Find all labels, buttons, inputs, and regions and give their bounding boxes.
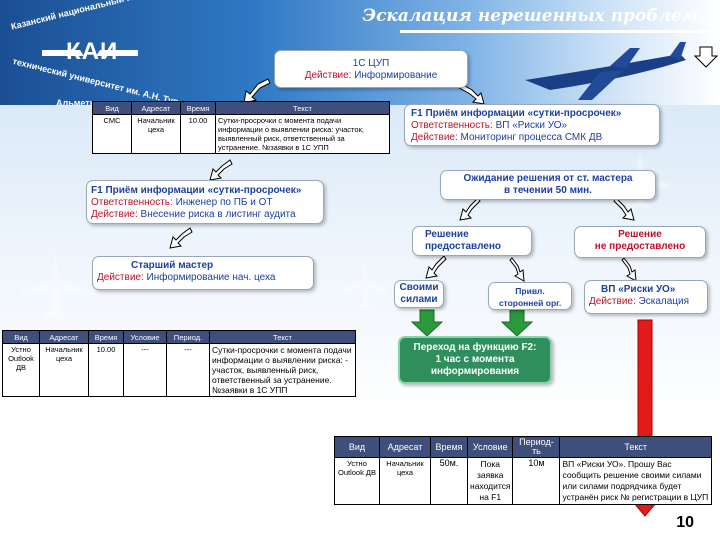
waiting-node: Ожидание решения от ст. мастера в течени… — [440, 170, 656, 200]
f1-left-resp-label: Ответственность: — [91, 197, 173, 208]
third-party-line1: Привл. — [515, 286, 545, 296]
cup-action-label: Действие: — [304, 70, 352, 81]
f1-left-action-label: Действие: — [91, 209, 138, 220]
table-cell: 50м. — [430, 457, 468, 505]
table-header: Адресат — [39, 330, 89, 344]
f2-line2: 1 час с момента — [435, 354, 515, 365]
table-cell: Устно Outlook ДВ — [2, 343, 40, 397]
f2-line3: информирования — [430, 366, 520, 377]
waiting-line2: в течении 50 мин. — [504, 185, 592, 196]
logo-text: КАИ — [66, 38, 119, 65]
table-cell: 10.00 — [88, 343, 124, 397]
table-header: Условие — [123, 330, 167, 344]
f1-left-title: F1 Приём информации «сутки-просрочек» — [91, 185, 302, 196]
logo-wings-icon — [42, 50, 138, 56]
table-cell: Сутки-просрочки с момента подачи информа… — [209, 343, 356, 397]
arrow-down-outline-icon — [694, 46, 718, 68]
senior-master-action-label: Действие: — [97, 272, 144, 283]
oral-notification-table: Вид Адресат Время Условие Период. Текст … — [2, 330, 356, 397]
table-header: Текст — [215, 101, 390, 115]
table-header: Текст — [209, 330, 356, 344]
f1-right-action: Мониторинг процесса СМК ДВ — [460, 132, 603, 143]
vp-risks-title: ВП «Риски УО» — [601, 284, 676, 295]
table-header: Период. — [166, 330, 210, 344]
own-forces-node: Своими силами — [394, 280, 444, 308]
f1-right-action-label: Действие: — [411, 132, 458, 143]
table-cell: --- — [166, 343, 210, 397]
decision-given-node: Решение предоставлено — [412, 226, 532, 256]
cup-node: 1С ЦУП Действие: Информирование — [274, 50, 468, 88]
decision-not-given-line2: не предоставлено — [594, 241, 686, 252]
decision-not-given-line1: Решение — [618, 229, 662, 240]
logo-city-text: Альметь — [56, 98, 96, 108]
page-title: Эскалация нерешенных проблем — [362, 6, 698, 26]
table-header: Вид — [334, 436, 380, 458]
table-header: Время — [430, 436, 468, 458]
table-cell: Начальник цеха — [131, 114, 181, 154]
table-row: СМС Начальник цеха 10.00 Сутки-просрочки… — [92, 114, 390, 154]
airplane-silhouette-icon — [22, 252, 88, 320]
waiting-line1: Ожидание решения от ст. мастера — [463, 173, 633, 184]
vp-risks-node: ВП «Риски УО» Действие: Эскалация — [584, 280, 708, 314]
third-party-node: Привл. сторонней орг. — [488, 282, 572, 310]
table-header: Время — [180, 101, 216, 115]
table-cell: ВП «Риски УО». Прошу Вас сообщить решени… — [559, 457, 712, 505]
sms-table: Вид Адресат Время Текст СМС Начальник це… — [92, 101, 390, 154]
table-header: Адресат — [131, 101, 181, 115]
f2-line1: Переход на функцию F2: — [413, 342, 537, 353]
escalation-table: Вид Адресат Время Условие Период-ть Текс… — [334, 436, 712, 505]
table-header: Время — [88, 330, 124, 344]
f1-left-node: F1 Приём информации «сутки-просрочек» От… — [86, 180, 324, 224]
f2-transition-node: Переход на функцию F2: 1 час с момента и… — [398, 336, 552, 384]
table-header: Текст — [559, 436, 712, 458]
senior-master-title: Старший мастер — [131, 260, 214, 271]
decision-given-line1: Решение — [425, 229, 469, 240]
f1-right-resp-label: Ответственность: — [411, 120, 493, 131]
table-cell: Начальник цеха — [39, 343, 89, 397]
table-row: Устно Outlook ДВ Начальник цеха 10.00 --… — [2, 343, 356, 397]
table-header: Вид — [2, 330, 40, 344]
table-cell: Пока заявка находится на F1 — [466, 457, 514, 505]
cup-action: Информирование — [354, 70, 438, 81]
vp-risks-action-label: Действие: — [589, 296, 636, 307]
senior-master-node: Старший мастер Действие: Информирование … — [92, 256, 314, 290]
table-header: Адресат — [379, 436, 431, 458]
table-cell: Сутки-просрочки с момента подачи информа… — [215, 114, 390, 154]
f1-right-resp: ВП «Риски УО» — [495, 120, 568, 131]
table-cell: Устно Outlook ДВ — [334, 457, 380, 505]
f1-left-action: Внесение риска в листинг аудита — [140, 209, 296, 220]
table-cell: 10м — [512, 457, 561, 505]
senior-master-action: Информирование нач. цеха — [146, 272, 276, 283]
table-cell: --- — [123, 343, 167, 397]
title-underline — [400, 30, 720, 33]
own-forces-line2: силами — [400, 294, 438, 305]
table-header: Период-ть — [512, 436, 561, 458]
f1-left-resp: Инженер по ПБ и ОТ — [175, 197, 273, 208]
table-cell: 10.00 — [180, 114, 216, 154]
third-party-line2: сторонней орг. — [498, 298, 562, 308]
table-header: Вид — [92, 101, 132, 115]
f1-right-title: F1 Приём информации «сутки-просрочек» — [411, 108, 622, 119]
page-number: 10 — [676, 514, 694, 531]
table-row: Устно Outlook ДВ Начальник цеха 50м. Пок… — [334, 457, 712, 505]
f1-right-node: F1 Приём информации «сутки-просрочек» От… — [404, 104, 660, 146]
table-cell: Начальник цеха — [379, 457, 431, 505]
own-forces-line1: Своими — [399, 282, 439, 293]
cup-title: 1С ЦУП — [352, 58, 390, 69]
decision-not-given-node: Решение не предоставлено — [574, 226, 706, 258]
table-header: Условие — [466, 436, 514, 458]
decision-given-line2: предоставлено — [425, 241, 502, 252]
table-cell: СМС — [92, 114, 132, 154]
airplane-icon — [525, 42, 686, 100]
airplane-silhouette-icon — [341, 261, 389, 310]
vp-risks-action: Эскалация — [638, 296, 689, 307]
